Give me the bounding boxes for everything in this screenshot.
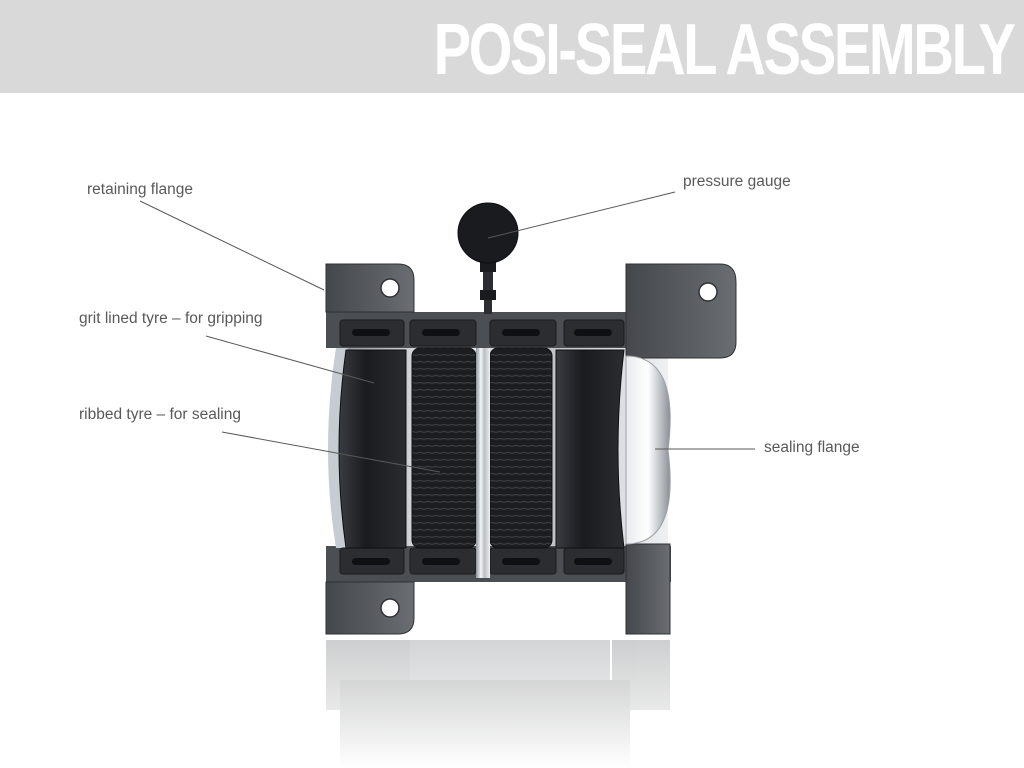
left-flange-bolt-hole-bottom: [380, 598, 400, 618]
right-sealing-flange-top: [625, 263, 737, 359]
left-flange-bolt-hole-top: [380, 278, 400, 298]
callout-pressure-gauge: pressure gauge: [683, 173, 791, 190]
leader-ribbed-tyre: [221, 431, 441, 473]
left-retaining-flange-top: [325, 263, 415, 313]
leader-grit-lined-tyre: [205, 335, 375, 384]
ribbed-tyre-left: [411, 347, 477, 549]
ribbed-tyre-right: [489, 347, 553, 549]
callout-grit-lined-tyre: grit lined tyre – for gripping: [79, 310, 263, 327]
page-title: POSI-SEAL ASSEMBLY: [434, 10, 1016, 90]
frame-slots: [339, 319, 625, 575]
callout-sealing-flange: sealing flange: [764, 439, 860, 456]
pressure-gauge: [457, 202, 519, 314]
leader-retaining-flange: [139, 200, 325, 291]
retaining-flange-face: [328, 348, 348, 548]
sealing-flange-face: [625, 355, 671, 545]
right-flange-bolt-hole: [698, 282, 718, 302]
right-sealing-flange-bottom: [625, 543, 671, 635]
grit-lined-tyre-left: [338, 349, 407, 549]
left-retaining-flange-bottom: [325, 581, 415, 635]
callout-ribbed-tyre: ribbed tyre – for sealing: [79, 406, 241, 423]
header-band: [0, 0, 1024, 93]
grit-lined-tyre-right: [555, 349, 625, 549]
leader-lines: [139, 191, 755, 473]
callout-retaining-flange: retaining flange: [87, 181, 193, 198]
leader-pressure-gauge: [487, 191, 676, 239]
